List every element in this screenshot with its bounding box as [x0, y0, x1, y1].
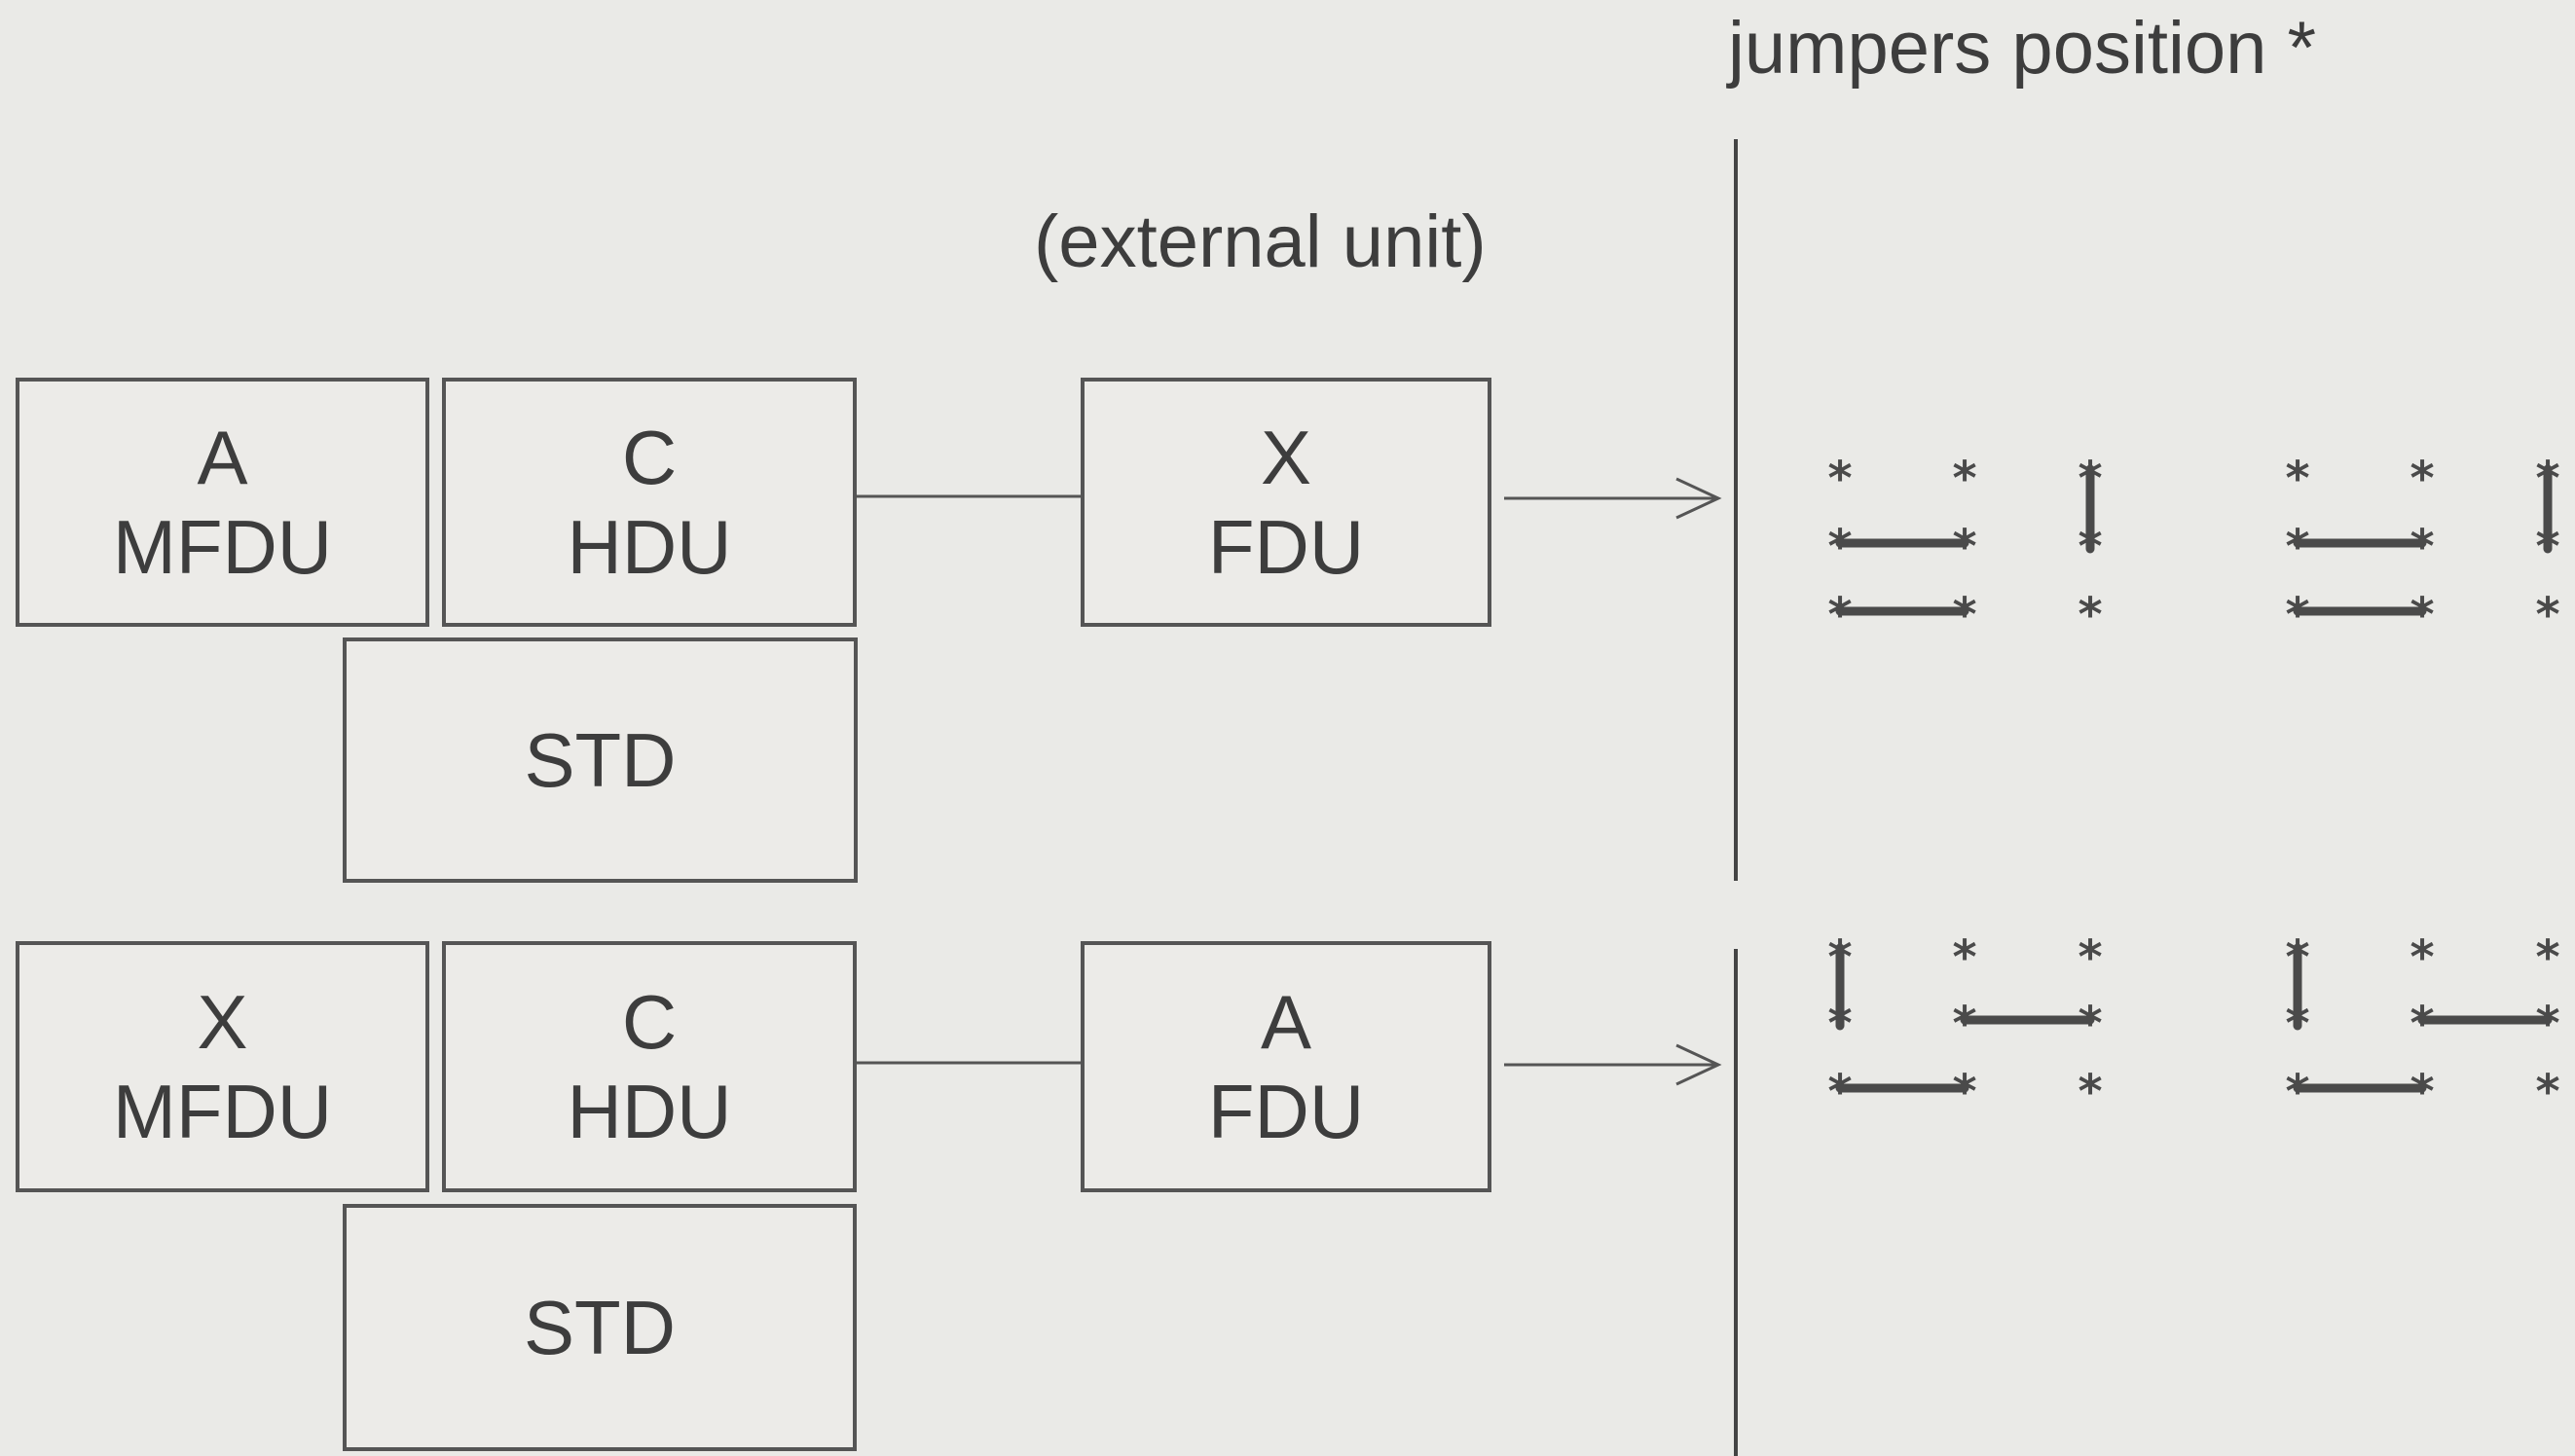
std-unit-box-1: STD: [343, 637, 858, 883]
unit-name: STD: [524, 1285, 676, 1370]
unit-letter: X: [1260, 415, 1312, 500]
external-unit-box-1: X FDU: [1081, 378, 1491, 627]
unit-letter: A: [1260, 979, 1312, 1065]
left-unit-box-1: A MFDU: [16, 378, 429, 627]
std-unit-box-2: STD: [343, 1204, 857, 1451]
unit-name: MFDU: [112, 504, 333, 590]
jumper-pin: *: [1827, 452, 1852, 506]
jumper-pin: *: [2535, 588, 2559, 642]
arrow-head-1: [1675, 477, 1722, 520]
unit-name: HDU: [567, 1069, 732, 1154]
jumpers-title: jumpers position *: [1728, 7, 2317, 90]
left-unit-box-2: X MFDU: [16, 941, 429, 1192]
unit-name: STD: [524, 717, 677, 803]
jumper-pin: *: [2535, 930, 2559, 985]
jumper-pin: *: [2078, 588, 2102, 642]
jumper-pin: *: [1952, 930, 1976, 985]
middle-unit-box-2: C HDU: [442, 941, 857, 1192]
unit-name: MFDU: [112, 1069, 333, 1154]
jumper-pin: *: [2285, 452, 2309, 506]
external-unit-label: (external unit): [1034, 200, 1487, 283]
unit-letter: C: [621, 415, 678, 500]
jumper-pin: *: [2409, 930, 2434, 985]
unit-letter: A: [197, 415, 248, 500]
jumper-diagrams: ************************************: [1827, 452, 2559, 1119]
unit-name: HDU: [567, 504, 732, 590]
jumper-pin: *: [2078, 930, 2102, 985]
jumper-pin: *: [2409, 452, 2434, 506]
unit-letter: C: [621, 979, 678, 1065]
arrow-head-2: [1675, 1043, 1722, 1086]
unit-letter: X: [197, 979, 248, 1065]
jumper-pin: *: [2078, 1065, 2102, 1119]
unit-name: FDU: [1207, 1069, 1365, 1154]
jumper-pin: *: [2535, 1065, 2559, 1119]
external-unit-box-2: A FDU: [1081, 941, 1491, 1192]
middle-unit-box-1: C HDU: [442, 378, 857, 627]
jumper-pin: *: [1952, 452, 1976, 506]
unit-name: FDU: [1207, 504, 1365, 590]
